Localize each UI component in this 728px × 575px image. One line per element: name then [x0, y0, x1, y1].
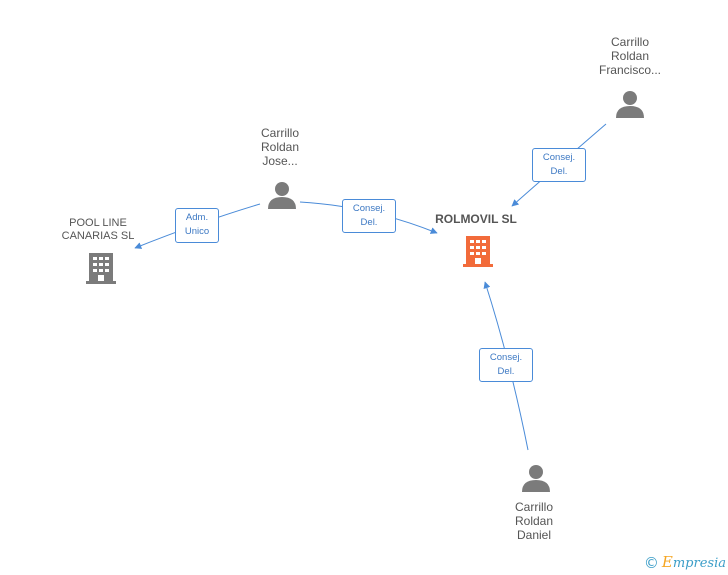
brand-footer: © Empresia	[643, 553, 726, 573]
person-jose-label[interactable]: Carrillo Roldan Jose...	[240, 126, 320, 168]
pool-line-building-icon[interactable]	[86, 253, 116, 284]
edge-label-francisco-consej-del-line2: Del.	[550, 166, 568, 177]
person-francisco-label[interactable]: Carrillo Roldan Francisco...	[584, 35, 676, 77]
edge-label-adm-unico-line2: Unico	[184, 226, 210, 237]
edge-label-daniel-consej-del-line1: Consej.	[489, 352, 523, 363]
person-daniel-icon[interactable]	[522, 465, 550, 492]
main-company-label[interactable]: ROLMOVIL SL	[430, 212, 522, 226]
person-francisco-label-line3: Francisco...	[598, 63, 661, 77]
brand-logo-rest: mpresia	[672, 556, 726, 571]
person-francisco-label-line1: Carrillo	[610, 35, 649, 49]
edge-label-adm-unico-line1: Adm.	[185, 212, 209, 223]
edge-label-francisco-consej-del-line1: Consej.	[542, 152, 576, 163]
pool-line-label-line2: CANARIAS SL	[61, 230, 135, 242]
person-jose-label-line3: Jose...	[262, 154, 298, 168]
brand-logo-initial: E	[661, 553, 673, 571]
edge-label-daniel-consej-del-line2: Del.	[497, 366, 515, 377]
person-francisco-label-line2: Roldan	[610, 49, 650, 63]
person-daniel-label-line2: Roldan	[514, 514, 554, 528]
copyright-icon: ©	[643, 554, 659, 572]
edge-label-jose-consej-del-line1: Consej.	[352, 203, 386, 214]
person-daniel-label-line1: Carrillo	[514, 500, 553, 514]
person-francisco-icon[interactable]	[616, 91, 644, 118]
person-daniel-label[interactable]: Carrillo Roldan Daniel	[494, 500, 574, 542]
edge-label-jose-consej-del[interactable]: Consej. Del.	[342, 199, 396, 233]
edge-label-adm-unico[interactable]: Adm. Unico	[175, 208, 219, 243]
main-company-building-icon[interactable]	[463, 236, 493, 267]
person-jose-label-line1: Carrillo	[260, 126, 299, 140]
main-company-name: ROLMOVIL SL	[435, 212, 517, 226]
edge-label-francisco-consej-del[interactable]: Consej. Del.	[532, 148, 586, 182]
edge-label-daniel-consej-del[interactable]: Consej. Del.	[479, 348, 533, 382]
person-jose-icon[interactable]	[268, 182, 296, 209]
edge-label-jose-consej-del-line2: Del.	[360, 217, 378, 228]
pool-line-label[interactable]: POOL LINE CANARIAS SL	[50, 217, 146, 243]
pool-line-label-line1: POOL LINE	[69, 217, 127, 229]
brand-logo[interactable]: Empresia	[662, 553, 726, 573]
person-daniel-label-line3: Daniel	[516, 528, 552, 542]
person-jose-label-line2: Roldan	[260, 140, 300, 154]
